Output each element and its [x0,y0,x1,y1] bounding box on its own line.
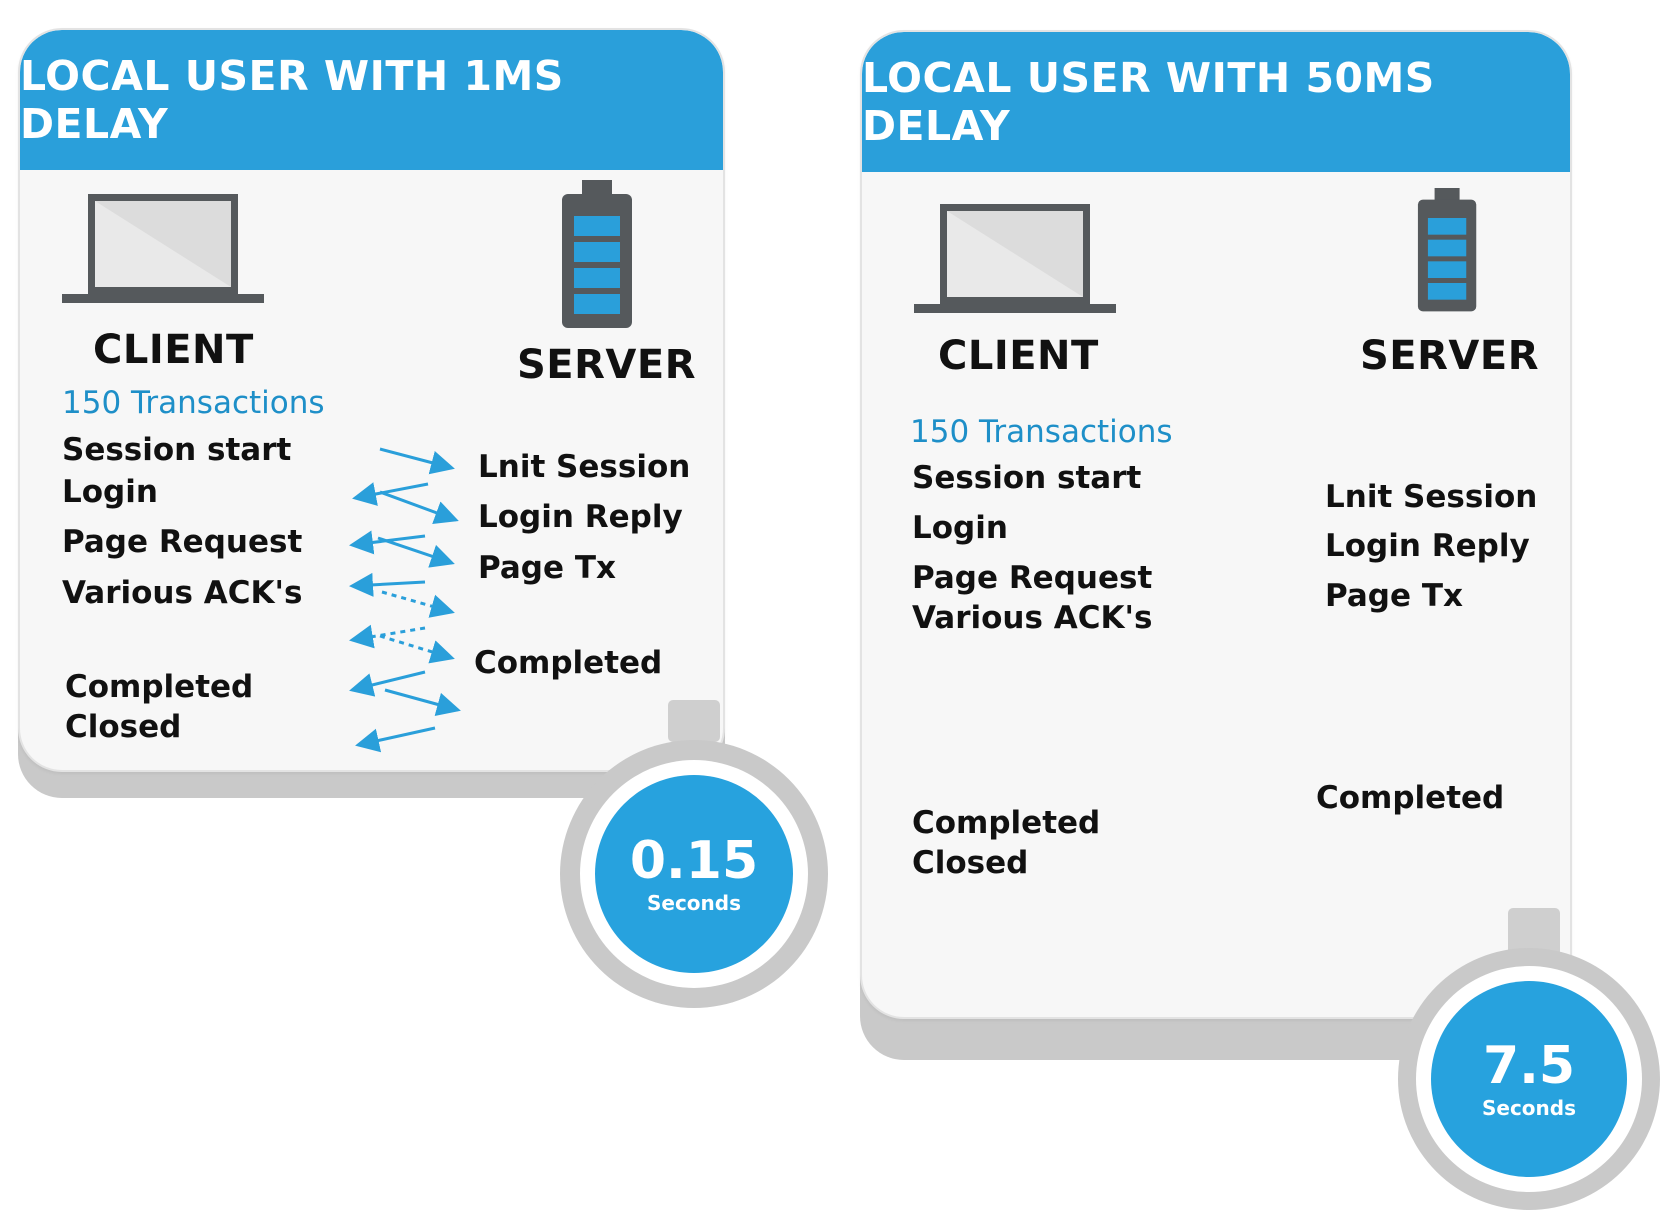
server-step-init-session: Lnit Session [1325,479,1538,515]
stopwatch-face: 0.15 Seconds [595,775,793,973]
arrow-to-server [377,536,455,568]
battery-server-icon [562,180,632,328]
arrow-to-server [379,490,459,525]
client-step-page-request: Page Request [62,524,303,560]
client-step-completed: Completed [65,669,254,705]
card-body: LOCAL USER WITH 1MS DELAY [18,28,725,772]
client-step-login: Login [62,474,158,510]
server-step-init-session: Lnit Session [478,449,691,485]
battery-server-icon [1417,188,1477,312]
server-step-login-reply: Login Reply [478,499,683,535]
client-step-session-start: Session start [912,460,1142,496]
server-step-login-reply: Login Reply [1325,528,1530,564]
server-label: SERVER [1360,333,1540,379]
stopwatch-crown [668,700,720,742]
arrow-to-client [352,482,429,506]
arrow-to-server [381,590,455,618]
client-step-page-request: Page Request [912,560,1153,596]
arrow-to-client [349,624,426,649]
elapsed-time-value: 0.15 [629,831,759,891]
arrow-to-client [355,726,436,753]
client-step-login: Login [912,510,1008,546]
server-step-completed: Completed [1316,780,1505,816]
client-step-various-acks: Various ACK's [912,600,1153,636]
arrow-to-server [379,447,455,475]
server-step-completed: Completed [474,645,663,681]
panel-title: LOCAL USER WITH 50MS DELAY [862,32,1570,172]
arrow-to-server [379,634,455,664]
elapsed-time-unit: Seconds [646,891,742,915]
arrow-to-server [384,688,461,717]
server-step-page-tx: Page Tx [1325,578,1463,614]
transactions-count: 150 Transactions [62,385,325,421]
client-step-closed: Closed [65,709,182,745]
client-label: CLIENT [93,327,254,373]
transactions-count: 150 Transactions [910,414,1173,450]
client-step-closed: Closed [912,845,1029,881]
client-step-various-acks: Various ACK's [62,575,303,611]
laptop-icon [62,194,264,303]
stopwatch-face: 7.5 Seconds [1431,981,1627,1177]
client-step-session-start: Session start [62,432,292,468]
server-step-page-tx: Page Tx [478,550,616,586]
server-label: SERVER [517,342,697,388]
arrow-to-client [349,670,426,697]
elapsed-time-value: 7.5 [1482,1036,1576,1096]
elapsed-time-unit: Seconds [1481,1096,1577,1120]
panel-title: LOCAL USER WITH 1MS DELAY [20,30,723,170]
arrow-to-client [349,572,426,597]
laptop-icon [914,204,1116,313]
client-step-completed: Completed [912,805,1101,841]
client-label: CLIENT [938,333,1099,379]
